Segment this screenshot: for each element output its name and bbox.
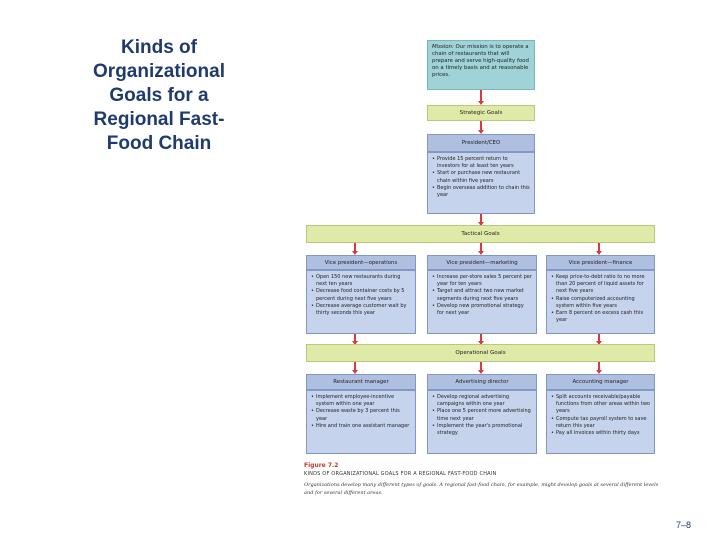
president-goal-2: Start or purchase new restaurant chain w… (432, 170, 530, 184)
figure-title: KINDS OF ORGANIZATIONAL GOALS FOR A REGI… (304, 471, 497, 477)
mission-box: Mission: Our mission is to operate a cha… (427, 40, 535, 90)
advertising-director-goal-3: Implement the year's promotional strateg… (432, 423, 532, 437)
arrow-vp-left (354, 334, 356, 342)
president-header: President/CEO (427, 134, 535, 152)
operational-goals-band: Operational Goals (306, 344, 655, 362)
vp-finance-goal-list: Keep price-to-debt ratio to no more than… (551, 274, 650, 324)
page-number: 7–8 (676, 520, 692, 530)
vp-operations-goal-list: Open 150 new restaurants during next ten… (311, 274, 411, 317)
advertising-director-body: Develop regional advertising campaigns w… (427, 390, 537, 454)
vp-marketing-goal-list: Increase per-store sales 5 percent per y… (432, 274, 532, 317)
mission-text: Our mission is to operate a chain of res… (432, 44, 529, 78)
advertising-director-goal-2: Place one 5 percent more advertising tim… (432, 408, 532, 422)
president-goal-1: Provide 15 percent return to investors f… (432, 156, 530, 170)
figure-caption: Organizations develop many different typ… (304, 482, 659, 496)
mission-label: Mission: (432, 44, 454, 50)
slide-title: Kinds of Organizational Goals for a Regi… (93, 37, 225, 154)
accounting-manager-goal-2: Compute tax payroll system to save retur… (551, 416, 650, 430)
arrow-vp-center (480, 334, 482, 342)
arrowhead-president (478, 222, 484, 226)
accounting-manager-goal-1: Split accounts receivable/payable functi… (551, 394, 650, 416)
restaurant-manager-header: Restaurant manager (306, 374, 416, 390)
figure-label: Figure 7.2 (304, 462, 339, 469)
arrow-tactical-center (480, 243, 482, 252)
strategic-goals-band: Strategic Goals (427, 105, 535, 121)
arrow-tactical-left (354, 243, 356, 252)
advertising-director-header: Advertising director (427, 374, 537, 390)
arrow-vp-right (598, 334, 600, 342)
vp-finance-goal-3: Earn 8 percent on excess cash this year (551, 310, 650, 324)
arrowhead-vp-center (478, 341, 484, 345)
restaurant-manager-goal-3: Hire and train one assistant manager (311, 423, 411, 430)
vp-marketing-goal-1: Increase per-store sales 5 percent per y… (432, 274, 532, 288)
president-goal-3: Begin overseas addition to chain this ye… (432, 185, 530, 199)
accounting-manager-body: Split accounts receivable/payable functi… (546, 390, 655, 454)
vp-operations-goal-2: Decrease food container costs by 5 perce… (311, 288, 411, 302)
tactical-goals-band: Tactical Goals (306, 225, 655, 243)
restaurant-manager-goal-list: Implement employee-incentive system with… (311, 394, 411, 430)
arrowhead-tactical-left (352, 251, 358, 255)
arrowhead-strategic (478, 130, 484, 134)
arrow-mission (480, 90, 482, 102)
arrow-operational-right (598, 362, 600, 371)
arrow-operational-left (354, 362, 356, 371)
vp-marketing-header: Vice president—marketing (427, 255, 537, 270)
vp-marketing-body: Increase per-store sales 5 percent per y… (427, 270, 537, 334)
vp-finance-header: Vice president—finance (546, 255, 655, 270)
arrowhead-tactical-center (478, 251, 484, 255)
arrowhead-operational-center (478, 370, 484, 374)
vp-operations-goal-3: Decrease average customer wait by thirty… (311, 303, 411, 317)
arrowhead-tactical-right (596, 251, 602, 255)
restaurant-manager-goal-2: Decrease waste by 3 percent this year (311, 408, 411, 422)
vp-operations-body: Open 150 new restaurants during next ten… (306, 270, 416, 334)
president-goal-list: Provide 15 percent return to investors f… (432, 156, 530, 199)
president-body: Provide 15 percent return to investors f… (427, 152, 535, 214)
arrowhead-vp-left (352, 341, 358, 345)
restaurant-manager-body: Implement employee-incentive system with… (306, 390, 416, 454)
arrow-operational-center (480, 362, 482, 371)
vp-finance-body: Keep price-to-debt ratio to no more than… (546, 270, 655, 334)
accounting-manager-goal-list: Split accounts receivable/payable functi… (551, 394, 650, 437)
advertising-director-goal-list: Develop regional advertising campaigns w… (432, 394, 532, 437)
accounting-manager-goal-3: Pay all invoices within thirty days (551, 430, 650, 437)
arrowhead-mission (478, 101, 484, 105)
vp-finance-goal-1: Keep price-to-debt ratio to no more than… (551, 274, 650, 296)
vp-marketing-goal-3: Develop new promotional strategy for nex… (432, 303, 532, 317)
restaurant-manager-goal-1: Implement employee-incentive system with… (311, 394, 411, 408)
vp-operations-goal-1: Open 150 new restaurants during next ten… (311, 274, 411, 288)
vp-marketing-goal-2: Target and attract two new market segmen… (432, 288, 532, 302)
arrowhead-vp-right (596, 341, 602, 345)
arrowhead-operational-left (352, 370, 358, 374)
vp-finance-goal-2: Raise computerized accounting system wit… (551, 296, 650, 310)
arrow-tactical-right (598, 243, 600, 252)
vp-operations-header: Vice president—operations (306, 255, 416, 270)
accounting-manager-header: Accounting manager (546, 374, 655, 390)
arrowhead-operational-right (596, 370, 602, 374)
advertising-director-goal-1: Develop regional advertising campaigns w… (432, 394, 532, 408)
arrow-president (480, 214, 482, 223)
arrow-strategic (480, 121, 482, 131)
